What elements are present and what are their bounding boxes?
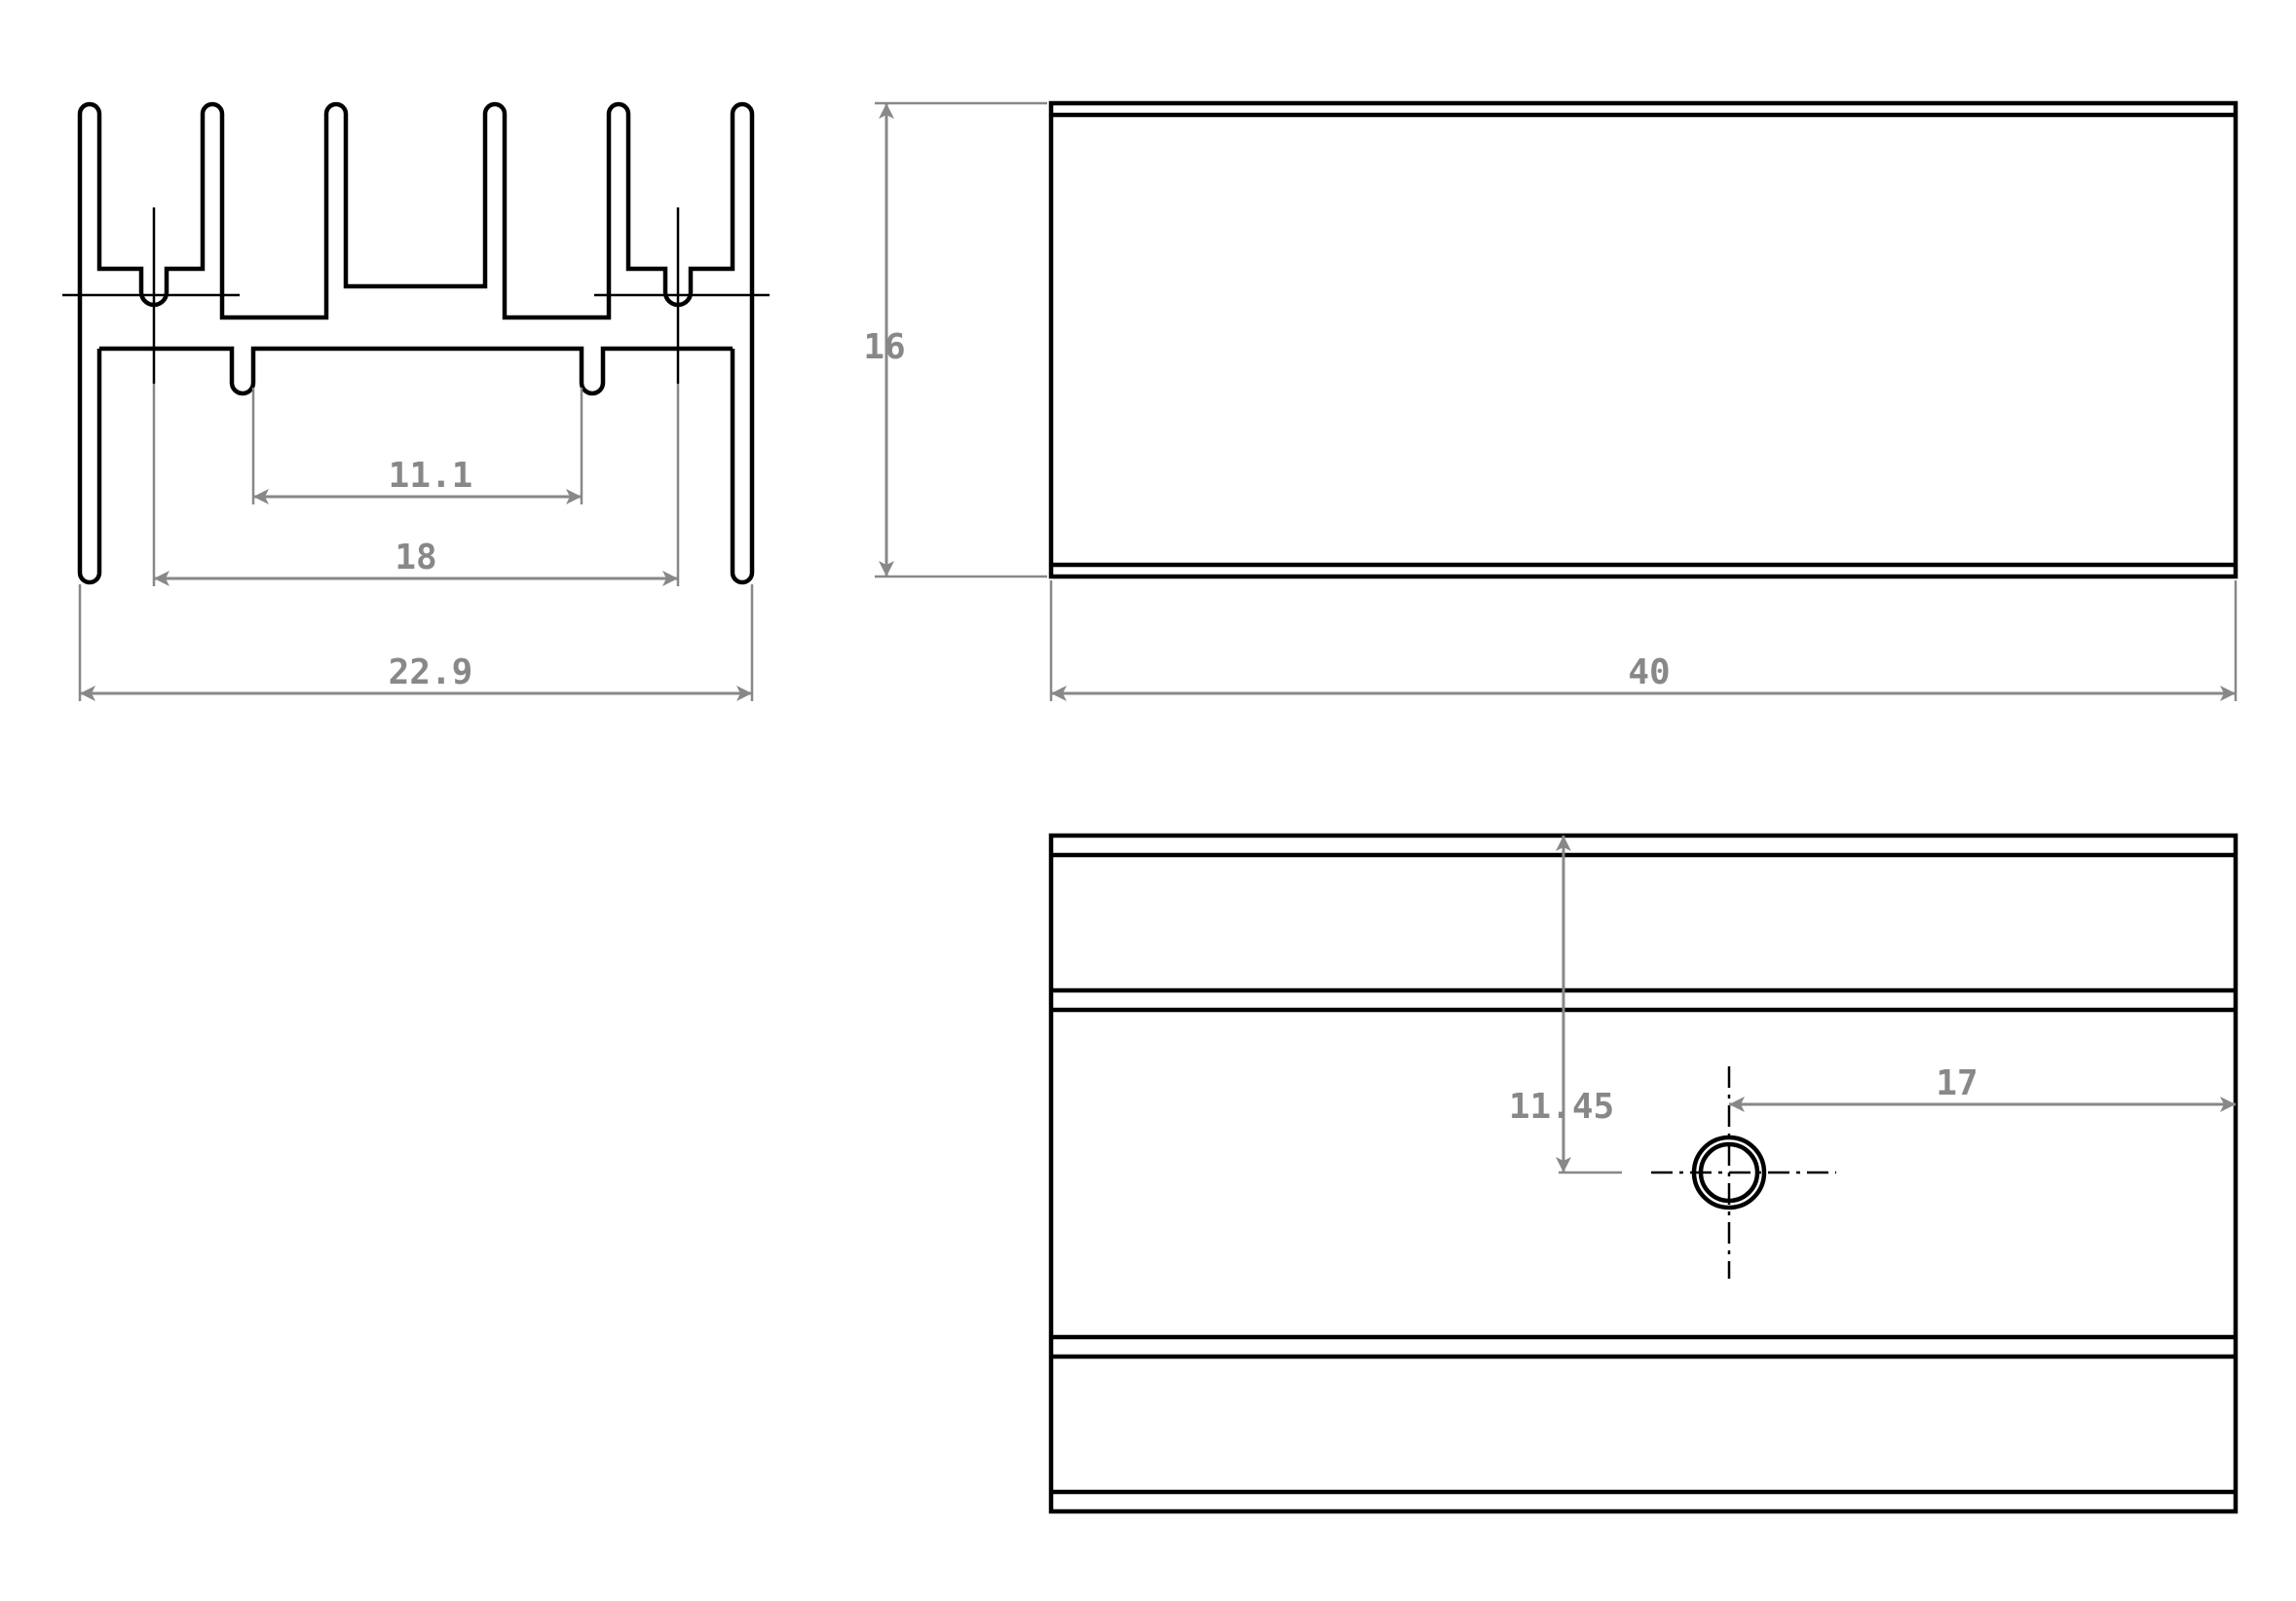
dim-11-45-label: 11.45 bbox=[1509, 1087, 1614, 1127]
dim-11-1-label: 11.1 bbox=[389, 456, 473, 496]
dim-40-label: 40 bbox=[1628, 652, 1670, 692]
dim-16-label: 16 bbox=[863, 327, 905, 367]
left-clip bbox=[138, 101, 755, 585]
top-view-body bbox=[1048, 833, 2239, 1514]
top-view: 11.45 17 bbox=[1048, 833, 2239, 1514]
side-view: 16 40 bbox=[863, 100, 2239, 701]
left-outer-fin-tip bbox=[77, 572, 102, 585]
front-view: 11.1 18 22.9 bbox=[62, 101, 770, 701]
dim-18-label: 18 bbox=[395, 538, 436, 577]
side-view-body bbox=[1048, 100, 2239, 579]
dim-17-label: 17 bbox=[1936, 1063, 1977, 1103]
dim-22-9-label: 22.9 bbox=[389, 652, 473, 692]
base-plate bbox=[99, 346, 733, 396]
left-outer-fin bbox=[77, 101, 144, 573]
